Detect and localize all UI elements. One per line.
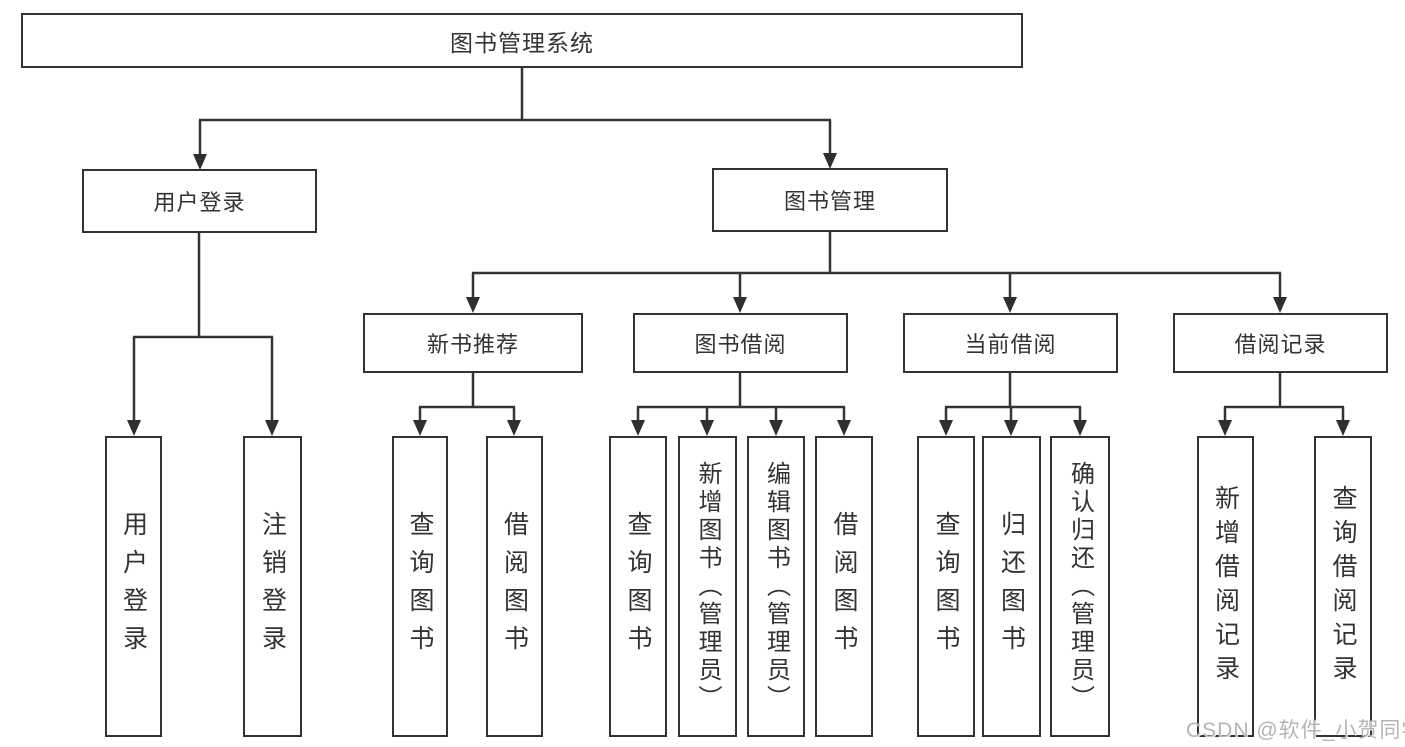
connector-user-login-to-leaves — [127, 233, 279, 436]
leaf-label: 借阅图书 — [500, 510, 529, 663]
leaf-current-return: 归还图书 — [982, 436, 1041, 737]
leaf-label: 用户登录 — [119, 510, 148, 663]
leaf-label: 查询借阅记录 — [1329, 484, 1357, 689]
node-book-mgmt-label: 图书管理 — [783, 189, 876, 214]
leaf-records-add: 新增借阅记录 — [1197, 436, 1254, 737]
leaf-new-books-query: 查询图书 — [392, 436, 448, 737]
node-new-books-label: 新书推荐 — [426, 332, 519, 357]
leaf-label: 注销登录 — [258, 510, 287, 663]
node-user-login-label: 用户登录 — [153, 190, 246, 215]
leaf-current-query: 查询图书 — [917, 436, 975, 737]
node-borrow-records-label: 借阅记录 — [1234, 332, 1327, 357]
node-book-borrow: 图书借阅 — [633, 313, 848, 373]
leaf-label: 新增图书（管理员） — [694, 460, 721, 713]
connector-book-borrow-to-leaves — [631, 373, 851, 436]
leaf-logout: 注销登录 — [243, 436, 302, 737]
node-root: 图书管理系统 — [21, 13, 1023, 68]
connector-borrow-records-to-leaves — [1218, 373, 1350, 436]
node-borrow-records: 借阅记录 — [1173, 313, 1388, 373]
leaf-borrow-query: 查询图书 — [609, 436, 667, 737]
connector-new-books-to-leaves — [413, 373, 521, 436]
leaf-records-query: 查询借阅记录 — [1314, 436, 1372, 737]
leaf-new-books-borrow: 借阅图书 — [486, 436, 543, 737]
leaf-borrow-add-admin: 新增图书（管理员） — [678, 436, 737, 737]
leaf-current-confirm-return-admin: 确认归还（管理员） — [1050, 436, 1110, 737]
leaf-borrow-book: 借阅图书 — [815, 436, 873, 737]
connector-book-mgmt-to-level3 — [466, 232, 1287, 313]
node-new-books: 新书推荐 — [363, 313, 583, 373]
leaf-label: 归还图书 — [997, 510, 1026, 663]
leaf-borrow-edit-admin: 编辑图书（管理员） — [747, 436, 805, 737]
watermark: CSDN @软件_小贺同学 — [1186, 719, 1405, 742]
leaf-label: 借阅图书 — [830, 510, 858, 663]
node-root-label: 图书管理系统 — [450, 29, 594, 56]
leaf-label: 查询图书 — [624, 510, 652, 663]
leaf-label: 编辑图书（管理员） — [762, 460, 790, 713]
leaf-label: 查询图书 — [406, 510, 434, 663]
node-current-borrow: 当前借阅 — [903, 313, 1118, 373]
node-book-borrow-label: 图书借阅 — [694, 332, 787, 357]
node-book-mgmt: 图书管理 — [712, 168, 948, 232]
node-user-login: 用户登录 — [82, 169, 317, 233]
connector-root-to-level2 — [193, 68, 837, 170]
leaf-label: 确认归还（管理员） — [1066, 460, 1094, 713]
node-current-borrow-label: 当前借阅 — [964, 332, 1057, 357]
connector-current-borrow-to-leaves — [939, 373, 1087, 436]
leaf-user-login: 用户登录 — [105, 436, 162, 737]
leaf-label: 新增借阅记录 — [1211, 484, 1240, 689]
leaf-label: 查询图书 — [932, 510, 960, 663]
